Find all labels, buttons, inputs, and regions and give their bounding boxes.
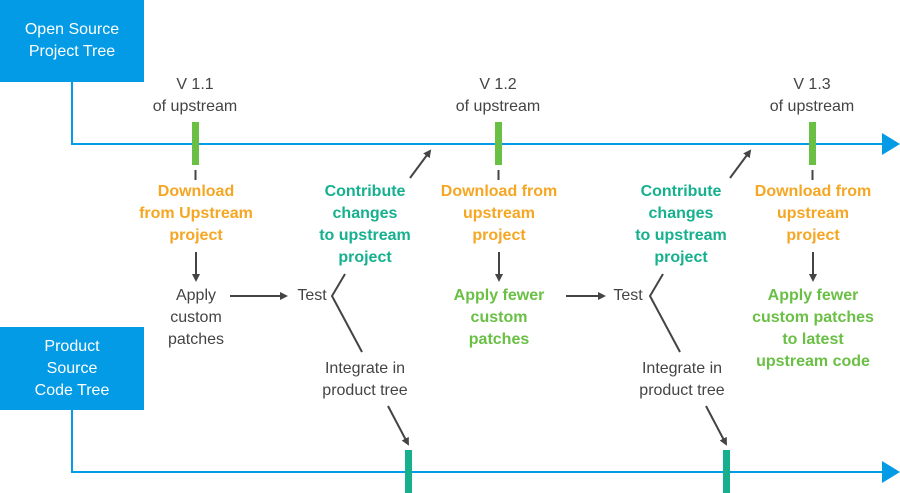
version-label-1: V 1.1 of upstream [152, 76, 238, 115]
open-source-project-tree-box: Open Source Project Tree [0, 0, 144, 82]
version-marker-1 [192, 122, 199, 165]
arrow-integrate-product-1 [387, 405, 409, 446]
upstream-timeline [71, 64, 885, 145]
arrow-integrate-product-2 [705, 405, 727, 446]
test-step-1: Test [297, 287, 327, 304]
contribute-step-1: Contribute changes to upstream project [319, 183, 411, 266]
version-marker-3 [809, 122, 816, 165]
apply-step-1: Apply custom patches [167, 287, 225, 348]
version-label-3: V 1.3 of upstream [769, 76, 855, 115]
version-marker-2 [495, 122, 502, 165]
product-source-code-tree-box: Product Source Code Tree [0, 327, 144, 410]
apply-step-2: Apply fewer custom patches [453, 287, 545, 348]
upstream-timeline-arrowhead [882, 133, 900, 155]
version-label-2: V 1.2 of upstream [455, 76, 541, 115]
test-step-2: Test [613, 287, 643, 304]
product-timeline [71, 410, 885, 473]
test-branch-1 [330, 273, 363, 353]
download-step-1: Download from Upstream project [139, 183, 253, 244]
download-step-2: Download from upstream project [440, 183, 558, 244]
product-marker-2 [723, 450, 730, 493]
contribute-step-2: Contribute changes to upstream project [635, 183, 727, 266]
integrate-step-2: Integrate in product tree [639, 360, 725, 399]
arrow-contribute-upstream-1 [409, 149, 432, 179]
product-timeline-arrowhead [882, 461, 900, 483]
integrate-step-1: Integrate in product tree [322, 360, 408, 399]
arrow-contribute-upstream-2 [729, 149, 752, 179]
download-step-3: Download from upstream project [754, 183, 872, 244]
apply-step-3: Apply fewer custom patches to latest ups… [752, 287, 874, 370]
test-branch-2 [648, 273, 681, 353]
product-marker-1 [405, 450, 412, 493]
